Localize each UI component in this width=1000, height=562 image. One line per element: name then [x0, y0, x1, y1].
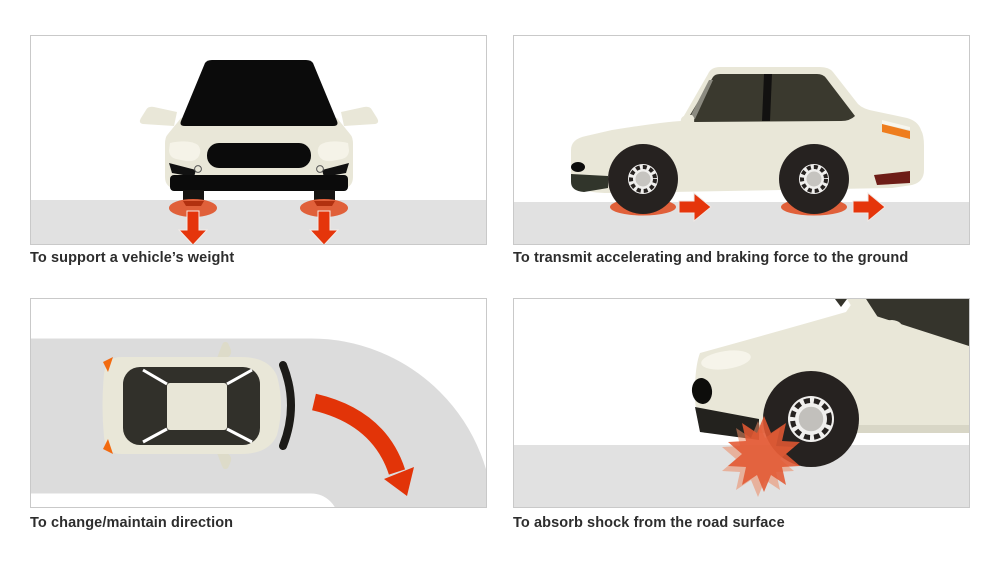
ground-strip: [31, 200, 486, 244]
bumper-bar: [170, 175, 348, 191]
contact-patch-left: [169, 199, 217, 217]
caption-change-direction: To change/maintain direction: [30, 515, 234, 531]
ground-strip: [514, 202, 969, 244]
caption-transmit-force: To transmit accelerating and braking for…: [513, 250, 909, 266]
windshield: [180, 60, 338, 126]
panel-change-direction: [30, 298, 487, 508]
down-arrow-right: [308, 210, 340, 244]
forward-arrow-front: [678, 191, 712, 223]
down-arrow-left: [177, 210, 209, 244]
car-front-weight-illustration: [31, 60, 486, 244]
taillight-top: [103, 357, 113, 372]
front-bumper: [571, 174, 608, 192]
wheel-shock-illustration: [514, 299, 969, 507]
b-pillar: [762, 74, 772, 121]
fog-lamp-left: [194, 165, 202, 173]
panel-transmit-force: [513, 35, 970, 245]
tire-shadow-right: [314, 201, 335, 206]
right-mirror: [341, 106, 379, 126]
side-window: [866, 299, 969, 346]
headlight: [571, 162, 585, 172]
roof: [167, 383, 227, 430]
rear-bumper: [874, 171, 910, 185]
left-headlight: [169, 141, 201, 162]
caption-support-weight: To support a vehicle’s weight: [30, 250, 235, 266]
windshield-sliver: [689, 80, 713, 119]
side-windows: [687, 74, 855, 122]
car-top-steering-illustration: [31, 338, 486, 507]
bumper-corner-right: [322, 163, 349, 177]
side-mirror: [680, 115, 695, 127]
front-bumper: [695, 407, 759, 440]
right-headlight: [317, 141, 349, 162]
contact-patch-right: [300, 199, 348, 217]
side-mirror: [870, 320, 904, 343]
fog-lamp-right: [316, 165, 324, 173]
taillight-bottom: [103, 439, 113, 454]
tire-shadow-left: [183, 201, 204, 206]
headlight-highlight: [701, 350, 751, 370]
forward-arrow-rear: [852, 191, 886, 223]
car-side-force-illustration: [514, 67, 969, 244]
bumper-corner-left: [169, 163, 196, 177]
front-wheel: [608, 144, 678, 214]
taillight-highlight: [882, 120, 910, 130]
glass-separators: [142, 368, 253, 444]
panel-absorb-shock: [513, 298, 970, 508]
caption-absorb-shock: To absorb shock from the road surface: [513, 515, 785, 531]
turning-arrow-head: [384, 467, 414, 496]
left-mirror: [139, 106, 177, 126]
grille: [207, 143, 311, 168]
panel-support-weight: [30, 35, 487, 245]
impact-burst: [728, 416, 800, 492]
front-window-arc: [279, 361, 295, 450]
rear-wheel: [779, 144, 849, 214]
windshield-sliver: [835, 299, 847, 307]
mirror-bottom: [217, 453, 232, 470]
turning-arrow-shaft: [311, 393, 406, 475]
mirror-top: [217, 341, 232, 358]
taillight: [882, 124, 910, 139]
headlight: [691, 378, 713, 404]
